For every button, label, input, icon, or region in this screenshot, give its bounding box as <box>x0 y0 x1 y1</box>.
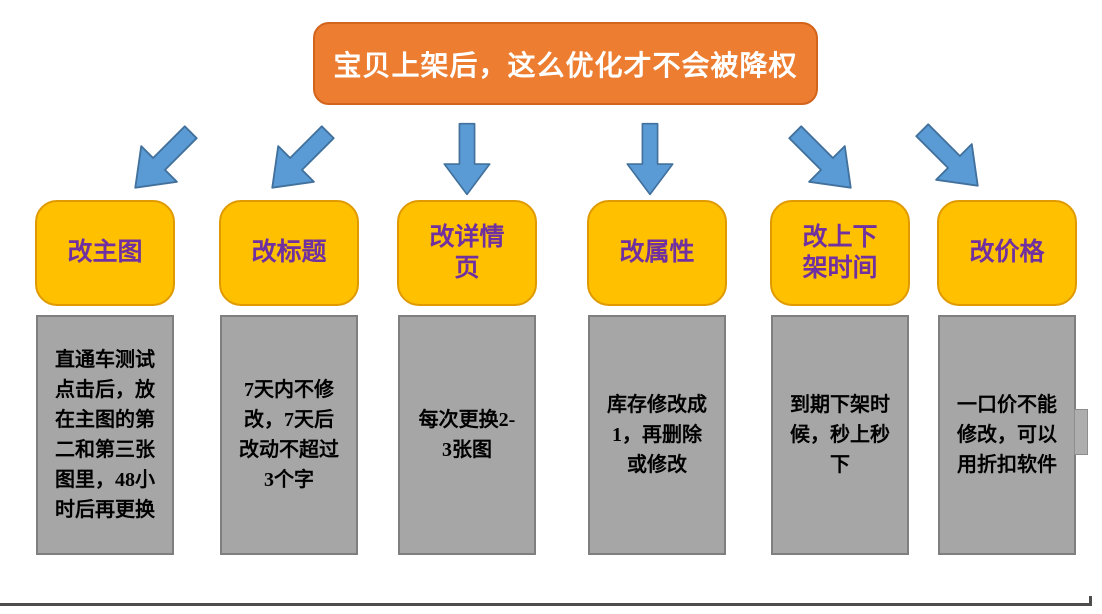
step-label: 改属性 <box>619 238 695 267</box>
note-box-listing-time: 到期下架时 候，秒上秒 下 <box>771 315 909 555</box>
note-box-detail-page: 每次更换2- 3张图 <box>398 315 536 555</box>
note-box-price: 一口价不能 修改，可以 用折扣软件 <box>938 315 1076 555</box>
step-label: 改价格 <box>969 238 1045 267</box>
bottom-divider-tick <box>1089 596 1092 606</box>
side-notch <box>1074 409 1088 455</box>
bottom-divider-line <box>0 603 1092 606</box>
note-text: 一口价不能 修改，可以 用折扣软件 <box>957 394 1057 476</box>
step-label: 改主图 <box>67 238 143 267</box>
step-box-title: 改标题 <box>219 200 359 306</box>
title-text: 宝贝上架后，这么优化才不会被降权 <box>333 49 798 81</box>
note-text: 到期下架时 候，秒上秒 下 <box>790 394 890 476</box>
down-arrow-icon <box>622 122 678 196</box>
step-box-main-image: 改主图 <box>35 200 175 306</box>
step-box-attributes: 改属性 <box>587 200 727 306</box>
note-box-title: 7天内不修 改，7天后 改动不超过 3个字 <box>220 315 358 555</box>
note-text: 库存修改成 1，再删除 或修改 <box>607 394 707 476</box>
down-right-arrow-icon <box>769 106 876 213</box>
down-arrow-icon <box>439 122 495 196</box>
down-left-arrow-icon <box>109 106 216 213</box>
note-box-main-image: 直通车测试 点击后，放 在主图的第 二和第三张 图里，48小 时后再更换 <box>36 315 174 555</box>
down-right-arrow-icon <box>896 104 1003 211</box>
step-label: 改标题 <box>251 238 327 267</box>
note-text: 每次更换2- 3张图 <box>418 409 516 461</box>
note-text: 直通车测试 点击后，放 在主图的第 二和第三张 图里，48小 时后再更换 <box>55 349 155 521</box>
note-text: 7天内不修 改，7天后 改动不超过 3个字 <box>239 379 339 491</box>
step-label: 改上下 架时间 <box>802 222 878 282</box>
step-box-detail-page: 改详情 页 <box>397 200 537 306</box>
step-box-listing-time: 改上下 架时间 <box>770 200 910 306</box>
down-left-arrow-icon <box>246 106 353 213</box>
note-box-attributes: 库存修改成 1，再删除 或修改 <box>588 315 726 555</box>
step-label: 改详情 页 <box>429 222 505 282</box>
step-box-price: 改价格 <box>937 200 1077 306</box>
title-box: 宝贝上架后，这么优化才不会被降权 <box>313 22 818 105</box>
